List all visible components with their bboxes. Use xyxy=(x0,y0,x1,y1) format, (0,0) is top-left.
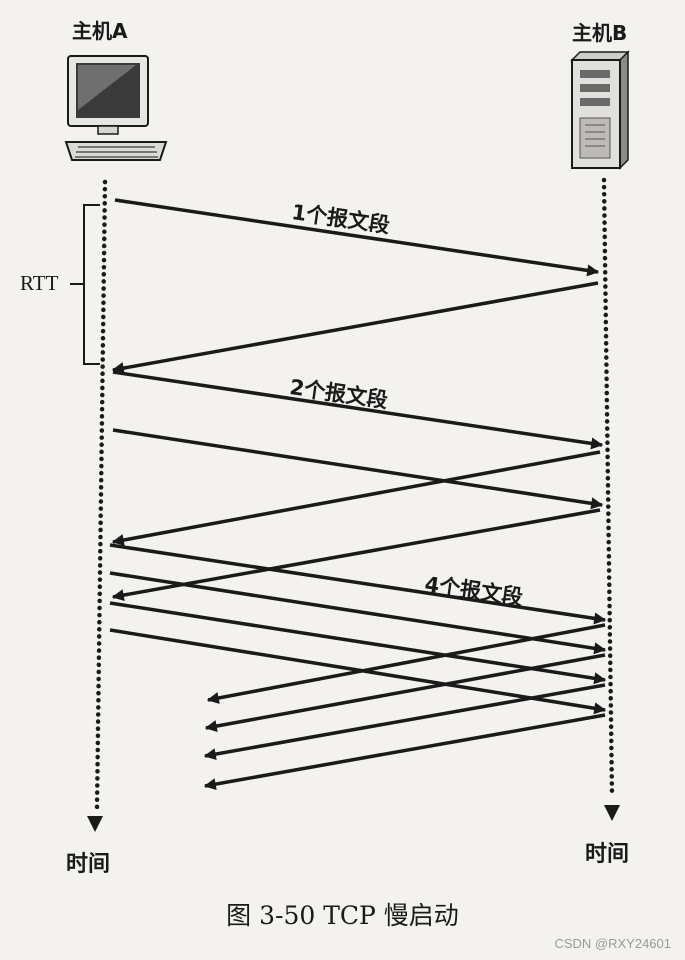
segment-arrow xyxy=(112,370,604,450)
rtt-bracket xyxy=(83,204,100,365)
rtt-label: RTT xyxy=(20,271,59,295)
host-a-time-arrow xyxy=(87,816,103,832)
segment-arrow xyxy=(109,601,607,685)
ack-arrow xyxy=(111,450,601,546)
watermark: CSDN @RXY24601 xyxy=(554,936,671,951)
time-label-host-a: 时间 xyxy=(66,852,111,877)
ack-arrow xyxy=(206,623,606,704)
host-a-label: 主机A xyxy=(72,19,128,43)
segment-arrow xyxy=(109,543,607,625)
segment-arrow xyxy=(109,571,607,655)
host-b-timeline xyxy=(601,177,615,798)
ack-arrow xyxy=(203,683,606,761)
host-a-timeline xyxy=(94,179,108,811)
figure-caption: 图 3-50 TCP 慢启动 xyxy=(226,901,459,930)
segment-arrow xyxy=(112,428,604,510)
server-tower-icon xyxy=(570,50,630,170)
host-b-time-arrow xyxy=(604,805,620,821)
ack-arrow xyxy=(111,508,601,602)
host-b-label: 主机B xyxy=(572,21,628,45)
ack-arrow xyxy=(111,281,599,374)
time-label-host-b: 时间 xyxy=(585,842,630,867)
ack-arrow xyxy=(203,713,606,791)
ack-arrow xyxy=(204,653,606,732)
desktop-computer-icon xyxy=(64,55,168,161)
segment-arrow xyxy=(114,198,600,277)
